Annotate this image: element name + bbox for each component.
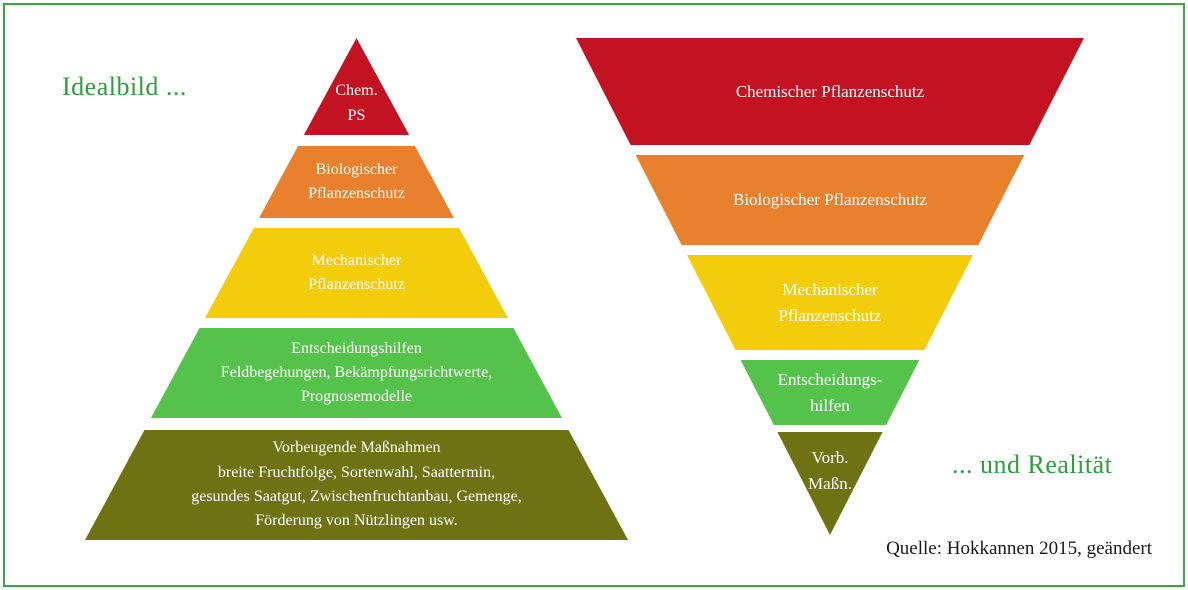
right-pyramid-title: ... und Realität bbox=[952, 450, 1113, 479]
reality-layer-mechanical-label: Mechanischer Pflanzenschutz bbox=[778, 279, 882, 325]
ideal-layer-decision-support: Entscheidungshilfen Feldbegehungen, Bekä… bbox=[150, 328, 563, 418]
reality-layer-chemical: Chemischer Pflanzenschutz bbox=[576, 38, 1084, 145]
reality-layer-decision-support-label: Entscheidungs- hilfen bbox=[777, 369, 883, 415]
ideal-layer-mechanical: Mechanischer Pflanzenschutz bbox=[205, 228, 508, 318]
source-citation: Quelle: Hokkannen 2015, geändert bbox=[886, 538, 1152, 559]
ideal-layer-chemical-label: Chem. PS bbox=[335, 82, 378, 124]
reality-layer-preventive-label: Vorb. Maßn. bbox=[808, 448, 852, 493]
reality-layer-mechanical: Mechanischer Pflanzenschutz bbox=[686, 255, 974, 350]
ideal-layer-decision-support-label: Entscheidungshilfen Feldbegehungen, Bekä… bbox=[220, 339, 493, 406]
reality-pyramid: Chemischer Pflanzenschutz Biologischer P… bbox=[576, 38, 1084, 535]
left-pyramid-title: Idealbild ... bbox=[62, 72, 187, 101]
ideal-layer-biological: Biologischer Pflanzenschutz bbox=[259, 146, 454, 218]
reality-layer-biological: Biologischer Pflanzenschutz bbox=[635, 155, 1025, 245]
ideal-layer-preventive-label: Vorbeugende Maßnahmen breite Fruchtfolge… bbox=[191, 439, 522, 530]
ideal-layer-mechanical-label: Mechanischer Pflanzenschutz bbox=[308, 251, 405, 293]
reality-layer-biological-label: Biologischer Pflanzenschutz bbox=[732, 190, 928, 210]
ideal-pyramid: Chem. PS Biologischer Pflanzenschutz Mec… bbox=[85, 38, 628, 540]
ideal-layer-preventive: Vorbeugende Maßnahmen breite Fruchtfolge… bbox=[85, 430, 628, 540]
reality-layer-preventive: Vorb. Maßn. bbox=[777, 432, 883, 535]
ideal-layer-biological-label: Biologischer Pflanzenschutz bbox=[308, 160, 405, 202]
reality-layer-decision-support: Entscheidungs- hilfen bbox=[740, 360, 920, 425]
ideal-layer-chemical: Chem. PS bbox=[303, 38, 410, 135]
reality-layer-chemical-label: Chemischer Pflanzenschutz bbox=[735, 81, 925, 101]
